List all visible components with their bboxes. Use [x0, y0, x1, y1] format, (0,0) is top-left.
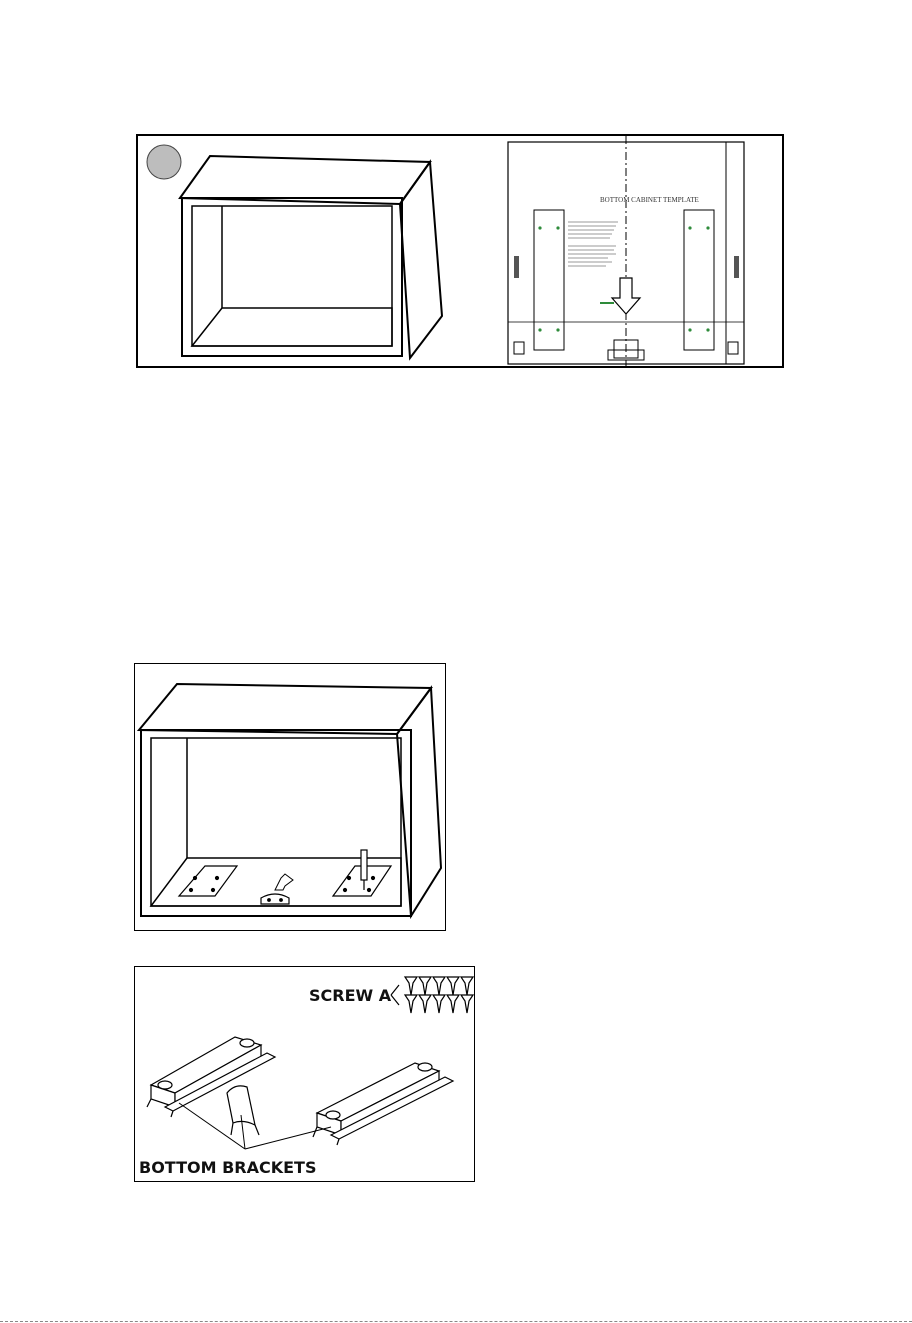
figure-cabinet-template: BOTTOM CABINET TEMPLATE	[136, 134, 784, 368]
left-bottom-bracket	[147, 1037, 275, 1117]
left-bracket-plate	[179, 866, 237, 896]
arrow-down-left-icon	[275, 874, 293, 890]
screwdriver-icon	[361, 850, 367, 890]
figure-cabinet-brackets-installed	[134, 663, 446, 931]
cabinet-installed-drawing	[135, 664, 445, 930]
center-bottom-bracket	[227, 1086, 259, 1135]
template-sheet: BOTTOM CABINET TEMPLATE	[508, 136, 744, 366]
bottom-brackets-label: BOTTOM BRACKETS	[139, 1158, 317, 1177]
screw-icon-group	[405, 977, 473, 1013]
template-title: BOTTOM CABINET TEMPLATE	[600, 196, 699, 204]
center-bracket	[261, 894, 289, 904]
figure-parts-brackets-screws: SCREW A	[134, 966, 475, 1182]
figure-cabinet-template-drawing: BOTTOM CABINET TEMPLATE	[138, 136, 782, 366]
parts-drawing: SCREW A	[135, 967, 474, 1181]
screw-a-label: SCREW A	[309, 986, 392, 1005]
step-marker-circle	[147, 145, 181, 179]
page-bottom-rule	[0, 1321, 912, 1322]
right-bottom-bracket	[313, 1063, 453, 1145]
cabinet-box-illustration	[180, 156, 442, 358]
